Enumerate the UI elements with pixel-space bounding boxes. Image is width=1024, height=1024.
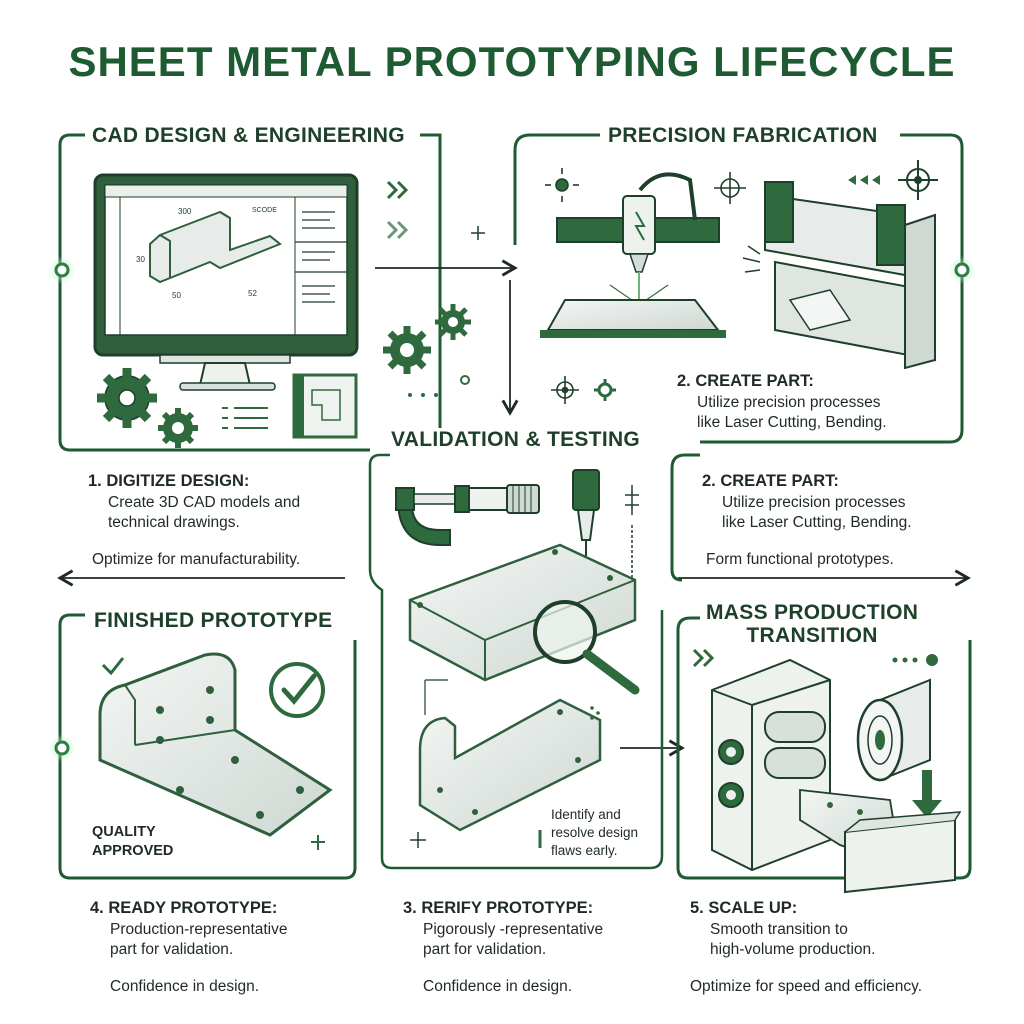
step-5-heading: 5. SCALE UP: xyxy=(690,899,798,917)
validation-note-line2: resolve design xyxy=(551,825,639,840)
cad-dim-right: 52 xyxy=(248,289,257,298)
chevron-left-icon xyxy=(848,175,880,185)
step-5-line1: Smooth transition to xyxy=(710,921,848,938)
step-2b-line2: like Laser Cutting, Bending. xyxy=(722,514,912,531)
plus-icon xyxy=(410,832,426,848)
step-1-note: Optimize for manufacturability. xyxy=(92,551,301,568)
laser-cutter-icon xyxy=(540,172,726,338)
section-title-validation: VALIDATION & TESTING xyxy=(385,428,647,452)
quality-line2: APPROVED xyxy=(92,843,174,859)
finished-frame xyxy=(58,613,357,880)
gear-icon xyxy=(158,408,198,448)
monitor-icon xyxy=(93,173,359,391)
sun-icon xyxy=(545,168,579,202)
gear-icon xyxy=(435,304,471,340)
plus-icon xyxy=(471,226,485,240)
page-title: SHEET METAL PROTOTYPING LIFECYCLE xyxy=(68,38,956,85)
cad-dim-callout: SCODE xyxy=(252,207,277,214)
step-1-line1: Create 3D CAD models and xyxy=(108,494,301,511)
list-icon xyxy=(222,407,268,429)
step-4-note: Confidence in design. xyxy=(110,978,260,995)
validation-frame xyxy=(368,453,664,870)
validation-note-line3: flaws early. xyxy=(551,843,618,858)
step-2b-note: Form functional prototypes. xyxy=(706,551,894,568)
magnifier-icon xyxy=(533,600,640,695)
step-5: 5. SCALE UP: Smooth transition to high-v… xyxy=(690,899,922,996)
micrometer-icon xyxy=(395,484,540,546)
step-1: 1. DIGITIZE DESIGN: Create 3D CAD models… xyxy=(88,472,300,569)
gear-icon xyxy=(594,379,616,401)
step-4-line2: part for validation. xyxy=(110,941,234,958)
bracket-part-icon xyxy=(418,698,602,832)
create-part-frame xyxy=(670,453,700,582)
step-2b-heading: 2. CREATE PART: xyxy=(702,472,839,490)
chevron-right-icon xyxy=(386,180,409,200)
quality-approved-label: QUALITY APPROVED xyxy=(92,823,173,861)
crosshair-icon xyxy=(898,160,938,200)
check-circle-icon xyxy=(269,662,325,718)
arrow-down-icon xyxy=(912,770,942,818)
step-2a-line1: Utilize precision processes xyxy=(697,394,881,411)
step-5-line2: high-volume production. xyxy=(710,941,876,958)
test-part-icon xyxy=(408,543,637,682)
section-title-finished: FINISHED PROTOTYPE xyxy=(88,609,339,633)
chevron-right-icon xyxy=(692,648,715,668)
step-4-heading: 4. READY PROTOTYPE: xyxy=(90,899,278,917)
step-2a-heading: 2. CREATE PART: xyxy=(677,372,814,390)
connector-node xyxy=(54,740,70,756)
section-title-cad: CAD DESIGN & ENGINEERING xyxy=(86,124,411,148)
fab-panel-frame xyxy=(513,133,964,444)
roll-former-icon xyxy=(711,658,896,872)
connector-node xyxy=(954,262,970,278)
finished-part-icon xyxy=(98,652,333,837)
step-2b-line1: Utilize precision processes xyxy=(722,494,906,511)
probe-icon xyxy=(572,469,600,560)
step-4: 4. READY PROTOTYPE: Production-represent… xyxy=(90,899,288,996)
cad-dim-bottom: 50 xyxy=(172,291,181,300)
blueprint-icon xyxy=(292,373,358,439)
check-icon xyxy=(101,657,125,676)
measure-marker-icon xyxy=(625,485,639,590)
cad-panel-frame xyxy=(58,133,442,452)
connector-node xyxy=(54,262,70,278)
step-3: 3. RERIFY PROTOTYPE: Pigorously -represe… xyxy=(403,899,603,996)
section-title-mass-line1: MASS PRODUCTION xyxy=(706,601,919,624)
step-3-line1: Pigorously -representative xyxy=(423,921,604,938)
plus-icon xyxy=(311,835,325,850)
step-2a: 2. CREATE PART: Utilize precision proces… xyxy=(677,372,887,433)
crosshair-icon xyxy=(551,376,579,404)
step-2a-line2: like Laser Cutting, Bending. xyxy=(697,414,887,431)
mass-production-frame xyxy=(676,616,972,880)
dots-icon xyxy=(590,706,600,720)
quality-line1: QUALITY xyxy=(92,824,156,840)
validation-note: Identify and resolve design flaws early. xyxy=(551,806,638,860)
section-title-fabrication: PRECISION FABRICATION xyxy=(602,124,884,148)
step-3-line2: part for validation. xyxy=(423,941,547,958)
dots-icon xyxy=(892,654,938,666)
press-brake-icon xyxy=(742,181,937,370)
step-2b: 2. CREATE PART: Utilize precision proces… xyxy=(702,472,912,569)
gear-icon xyxy=(383,326,431,374)
step-5-note: Optimize for speed and efficiency. xyxy=(690,978,923,995)
gear-icon xyxy=(97,368,157,428)
cad-dim-left: 30 xyxy=(136,255,145,264)
section-title-mass-production: MASS PRODUCTION TRANSITION xyxy=(700,601,925,647)
coil-icon xyxy=(856,678,931,782)
chevron-right-icon xyxy=(386,220,409,240)
bin-icon xyxy=(844,811,962,894)
step-3-heading: 3. RERIFY PROTOTYPE: xyxy=(403,899,594,917)
step-4-line1: Production-representative xyxy=(110,921,288,938)
crosshair-icon xyxy=(714,172,746,204)
cad-dim-top: 300 xyxy=(178,207,192,216)
step-1-heading: 1. DIGITIZE DESIGN: xyxy=(88,472,250,490)
step-3-note: Confidence in design. xyxy=(423,978,573,995)
section-title-mass-line2: TRANSITION xyxy=(746,624,878,647)
validation-note-line1: Identify and xyxy=(551,807,621,822)
step-1-line2: technical drawings. xyxy=(108,514,240,531)
